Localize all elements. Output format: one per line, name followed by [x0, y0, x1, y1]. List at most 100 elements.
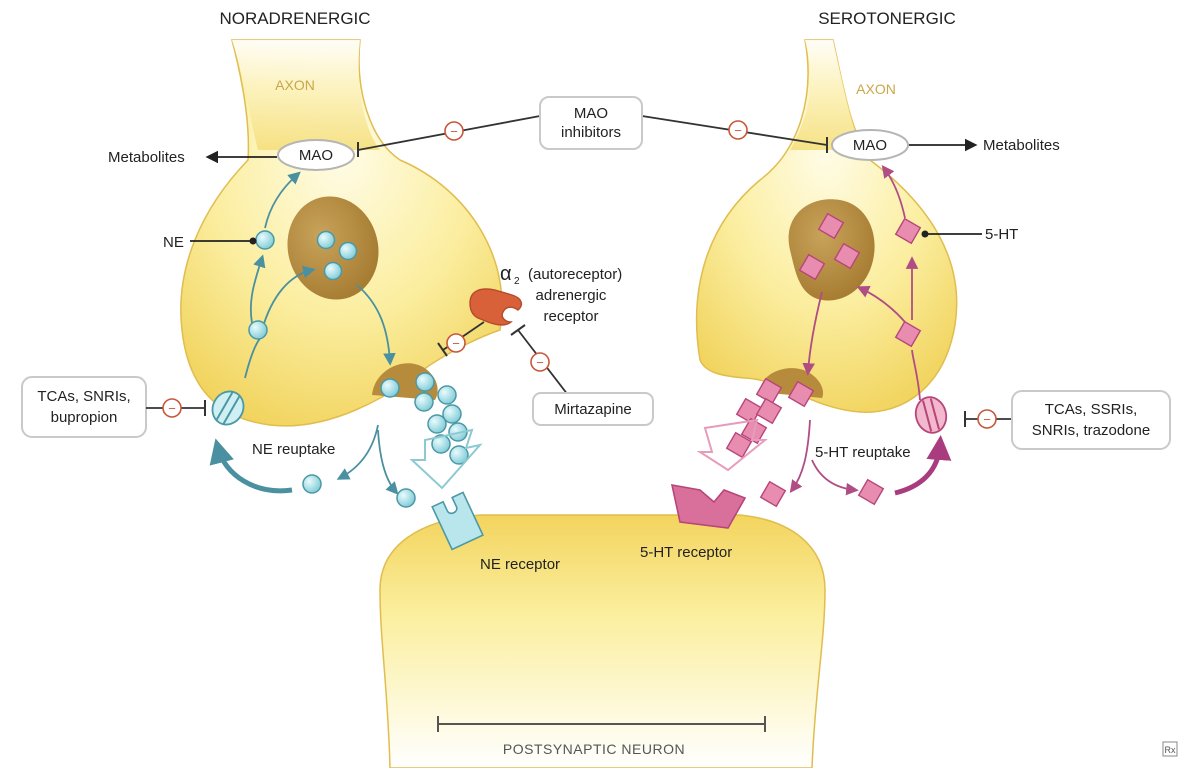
tcas-right-line2: SNRIs, trazodone	[1032, 422, 1150, 439]
ne-receptor-label: NE receptor	[480, 556, 560, 573]
noradrenergic-title: NORADRENERGIC	[219, 9, 370, 28]
ht-transporter-icon	[914, 396, 948, 434]
ne-label: NE	[163, 234, 184, 251]
alpha2-receptor-icon	[469, 288, 523, 326]
ht-molecule	[735, 397, 763, 425]
mao-label-left: MAO	[299, 147, 333, 164]
tcas-left-group: TCAs, SNRIs, bupropion −	[21, 376, 206, 438]
ht-pathway: 5-HT 5-HT reuptake 5-HT receptor	[640, 164, 1018, 561]
ne-arrow-to-vesicle	[261, 265, 316, 331]
mao-enzyme-right	[831, 129, 909, 161]
ht-receptor-label: 5-HT receptor	[640, 544, 732, 561]
ne-arrow-to-release	[356, 284, 396, 366]
inhibit-minus: −	[450, 124, 458, 139]
tcas-snris-bupropion-box	[21, 376, 147, 438]
ne-molecule	[248, 320, 268, 340]
ne-molecule	[323, 261, 343, 281]
inhibit-minus: −	[536, 355, 544, 370]
inhibit-minus: −	[168, 401, 176, 416]
axon-label-right: AXON	[856, 81, 896, 97]
ne-molecule	[255, 230, 275, 250]
ht-molecule	[798, 253, 826, 281]
postsynaptic-label: POSTSYNAPTIC NEURON	[503, 741, 685, 757]
mirtazapine-label: Mirtazapine	[554, 401, 632, 418]
mao-right-group: MAO Metabolites	[831, 129, 1060, 161]
inhibit-icon	[446, 333, 466, 353]
ne-arrow-diffuse	[336, 424, 379, 480]
serotonergic-axon-shaft	[790, 40, 862, 150]
mao-inhibitors-box	[539, 96, 643, 150]
alpha2-line3: receptor	[543, 308, 598, 325]
ht-receptor-icon	[670, 484, 747, 529]
ht-molecule	[755, 377, 783, 405]
metabolites-label-right: Metabolites	[983, 137, 1060, 154]
mao-inhibitors-group: MAO inhibitors − −	[357, 96, 828, 157]
serotonergic-title: SEROTONERGIC	[818, 9, 956, 28]
rx-logo	[1162, 741, 1178, 757]
alpha-subscript: 2	[514, 276, 520, 287]
metabolites-label-left: Metabolites	[108, 149, 185, 166]
mao-enzyme-left	[277, 139, 355, 171]
tcas-left-line2: bupropion	[51, 409, 118, 426]
ht-arrow-to-release	[802, 291, 823, 376]
tcas-right-line1: TCAs, SSRIs,	[1045, 401, 1138, 418]
ht-arrow-diffuse	[789, 419, 811, 494]
inhibit-icon	[728, 120, 748, 140]
ht-molecule	[759, 480, 787, 508]
ne-molecule	[414, 392, 434, 412]
inhibit-icon	[977, 409, 997, 429]
alpha2-group: − α 2 (autoreceptor) adrenergic receptor…	[437, 263, 654, 426]
ht-reuptake-label: 5-HT reuptake	[815, 444, 911, 461]
ht-arrow-from-transporter	[911, 349, 921, 401]
ne-reuptake-arrow	[209, 438, 293, 494]
ht-molecule	[833, 242, 861, 270]
ht-pointer-dot	[921, 230, 929, 238]
ne-arrow-to-receptor	[377, 429, 399, 495]
ne-molecule	[437, 385, 457, 405]
ht-arrow-to-mao	[881, 164, 906, 219]
ne-molecule	[302, 474, 322, 494]
alpha-symbol: α	[500, 263, 512, 285]
ht-arrow-to-vesicle	[856, 286, 906, 323]
alpha2-line2: adrenergic	[536, 287, 607, 304]
ne-molecule	[338, 241, 358, 261]
ht-molecule	[894, 217, 922, 245]
noradrenergic-terminal	[180, 39, 503, 427]
inhibit-minus: −	[734, 123, 742, 138]
ht-molecule	[857, 478, 885, 506]
ne-molecule	[427, 414, 447, 434]
ht-molecule	[725, 431, 753, 459]
ht-arrow-to-reuptake	[811, 459, 859, 496]
mao-left-group: MAO Metabolites	[108, 139, 355, 171]
mao-inhibitors-line1: MAO	[574, 105, 608, 122]
ht-reuptake-arrow	[894, 435, 952, 496]
ne-arrow-to-mao	[264, 171, 301, 229]
ht-molecule	[817, 212, 845, 240]
ne-pointer-dot	[249, 237, 257, 245]
mirtazapine-inhibit-bar	[510, 324, 526, 336]
ne-molecule	[449, 445, 469, 465]
ne-release-arrow-icon	[409, 428, 483, 490]
axon-label-left: AXON	[275, 77, 315, 93]
postsynaptic-label-group: POSTSYNAPTIC NEURON	[437, 716, 766, 757]
tcas-right-group: − TCAs, SSRIs, SNRIs, trazodone	[964, 390, 1171, 450]
inhibit-minus: −	[983, 412, 991, 427]
alpha2-inhibit-bar	[437, 342, 448, 357]
mao-inhibitors-line2: inhibitors	[561, 124, 621, 141]
inhibit-icon	[530, 352, 550, 372]
tcas-ssris-snris-trazodone-box	[1011, 390, 1171, 450]
ht-label: 5-HT	[985, 226, 1018, 243]
ne-molecule	[380, 378, 400, 398]
alpha2-line1: (autoreceptor)	[528, 266, 622, 283]
rx-logo-text: Rx	[1165, 745, 1176, 755]
ne-molecule	[396, 488, 416, 508]
mao-label-right: MAO	[853, 137, 887, 154]
ne-pathway: NE NE reuptake NE receptor	[163, 171, 560, 573]
ne-molecule	[431, 434, 451, 454]
ht-release-arrow-icon	[696, 418, 768, 472]
ne-molecule	[442, 404, 462, 424]
inhibit-icon	[162, 398, 182, 418]
inhibit-minus: −	[452, 336, 460, 351]
